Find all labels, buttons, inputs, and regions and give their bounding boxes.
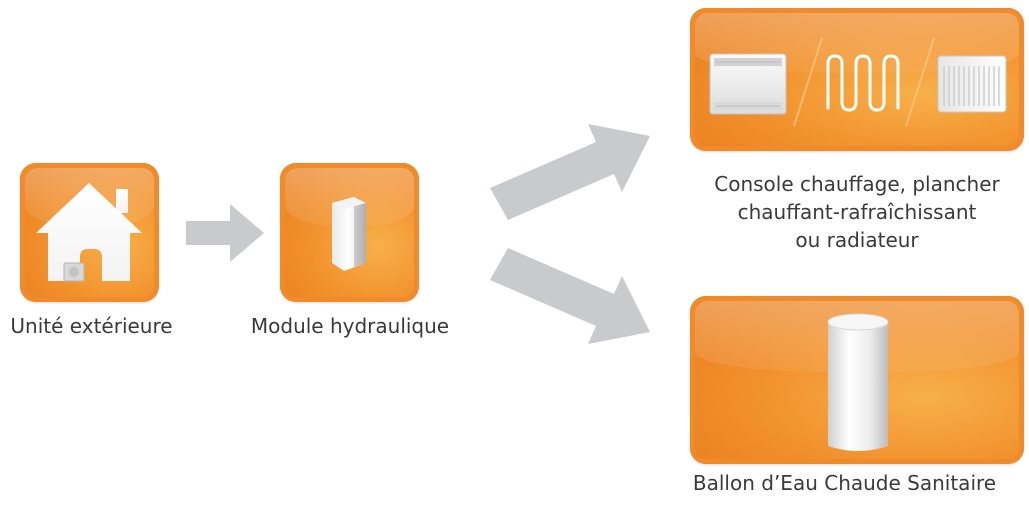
heating-emitters-label-line-1: Console chauffage, plancher xyxy=(714,172,1000,196)
house-icon xyxy=(36,183,142,282)
arrow-right-icon xyxy=(186,204,264,262)
hydraulic-module-tile xyxy=(280,163,419,302)
console-heater-icon xyxy=(709,53,787,115)
outdoor-unit-label: Unité extérieure xyxy=(10,314,173,338)
heating-emitters-tile xyxy=(690,8,1024,151)
heating-emitters-label-line-3: ou radiateur xyxy=(795,228,919,252)
radiator-icon xyxy=(937,55,1007,113)
water-tank-icon xyxy=(827,313,889,451)
hydraulic-module-label: Module hydraulique xyxy=(250,314,450,338)
arrow-down-right-icon xyxy=(490,248,650,344)
arrow-up-right-icon xyxy=(490,124,650,220)
module-box-icon xyxy=(332,197,366,271)
underfloor-coil-icon xyxy=(826,54,900,112)
outdoor-unit-box-icon xyxy=(63,262,85,282)
heating-emitters-label-line-2: chauffant-rafraîchissant xyxy=(737,200,977,224)
heating-emitters-label: Console chauffage, plancher chauffant-ra… xyxy=(690,170,1024,254)
outdoor-unit-tile xyxy=(20,163,159,302)
hot-water-tank-tile xyxy=(690,296,1024,464)
hot-water-tank-label: Ballon d’Eau Chaude Sanitaire xyxy=(692,471,997,495)
